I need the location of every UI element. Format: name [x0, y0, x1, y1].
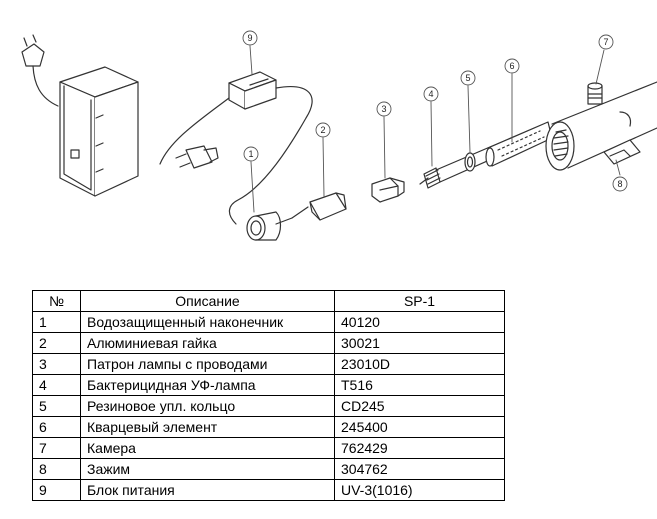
row-number: 1	[32, 311, 81, 333]
row-code: 23010D	[334, 353, 505, 375]
row-description: Резиновое упл. кольцо	[80, 395, 335, 417]
row-description: Патрон лампы с проводами	[80, 353, 335, 375]
table-row: 5 Резиновое упл. кольцо CD245	[32, 395, 505, 417]
control-box	[59, 66, 139, 197]
row-code: UV-3(1016)	[334, 479, 505, 501]
table-row: 2 Алюминиевая гайка 30021	[32, 332, 505, 354]
row-code: T516	[334, 374, 505, 396]
aluminium-nut	[309, 192, 347, 221]
power-supply-unit	[159, 71, 313, 225]
row-code: 762429	[334, 437, 505, 459]
table-row: 1 Водозащищенный наконечник 40120	[32, 311, 505, 333]
two-pin-plug	[175, 145, 219, 169]
callout-circles	[242, 30, 628, 192]
callout-2: 2	[320, 125, 325, 135]
callout-6: 6	[509, 61, 514, 71]
callout-5: 5	[465, 73, 470, 83]
row-code: 304762	[334, 458, 505, 480]
callout-4: 4	[428, 89, 433, 99]
callout-3: 3	[381, 104, 386, 114]
row-number: 9	[32, 479, 81, 501]
header-number: №	[32, 290, 81, 312]
callout-9: 9	[247, 33, 252, 43]
callout-7: 7	[603, 37, 608, 47]
wall-plug	[21, 34, 59, 107]
row-description: Алюминиевая гайка	[80, 332, 335, 354]
chamber	[545, 81, 657, 171]
row-description: Блок питания	[80, 479, 335, 501]
callout-8: 8	[617, 179, 622, 189]
rubber-o-ring	[464, 152, 476, 172]
row-code: 245400	[334, 416, 505, 438]
table-row: 4 Бактерицидная УФ-лампа T516	[32, 374, 505, 396]
parts-table: № Описание SP-1 1 Водозащищенный наконеч…	[32, 290, 505, 501]
table-header-row: № Описание SP-1	[32, 290, 505, 312]
row-description: Камера	[80, 437, 335, 459]
row-description: Кварцевый элемент	[80, 416, 335, 438]
row-number: 8	[32, 458, 81, 480]
row-description: Бактерицидная УФ-лампа	[80, 374, 335, 396]
table-row: 3 Патрон лампы с проводами 23010D	[32, 353, 505, 375]
row-number: 2	[32, 332, 81, 354]
quartz-sleeve	[485, 121, 553, 167]
header-description: Описание	[80, 290, 335, 312]
row-code: 40120	[334, 311, 505, 333]
row-number: 6	[32, 416, 81, 438]
row-description: Водозащищенный наконечник	[80, 311, 335, 333]
row-code: CD245	[334, 395, 505, 417]
table-row: 7 Камера 762429	[32, 437, 505, 459]
row-number: 3	[32, 353, 81, 375]
callout-leaders	[249, 45, 621, 213]
row-number: 4	[32, 374, 81, 396]
table-row: 6 Кварцевый элемент 245400	[32, 416, 505, 438]
table-row: 8 Зажим 304762	[32, 458, 505, 480]
callout-1: 1	[248, 149, 253, 159]
lamp-socket	[371, 177, 405, 203]
row-number: 5	[32, 395, 81, 417]
header-model: SP-1	[334, 290, 505, 312]
callout-labels: 1 2 3 4 5 6 7 8 9	[247, 33, 622, 189]
clamp	[603, 139, 641, 165]
table-row: 9 Блок питания UV-3(1016)	[32, 479, 505, 501]
row-code: 30021	[334, 332, 505, 354]
row-description: Зажим	[80, 458, 335, 480]
waterproof-cap	[246, 206, 309, 241]
row-number: 7	[32, 437, 81, 459]
exploded-parts-diagram: 1 2 3 4 5 6 7 8 9	[21, 30, 657, 241]
